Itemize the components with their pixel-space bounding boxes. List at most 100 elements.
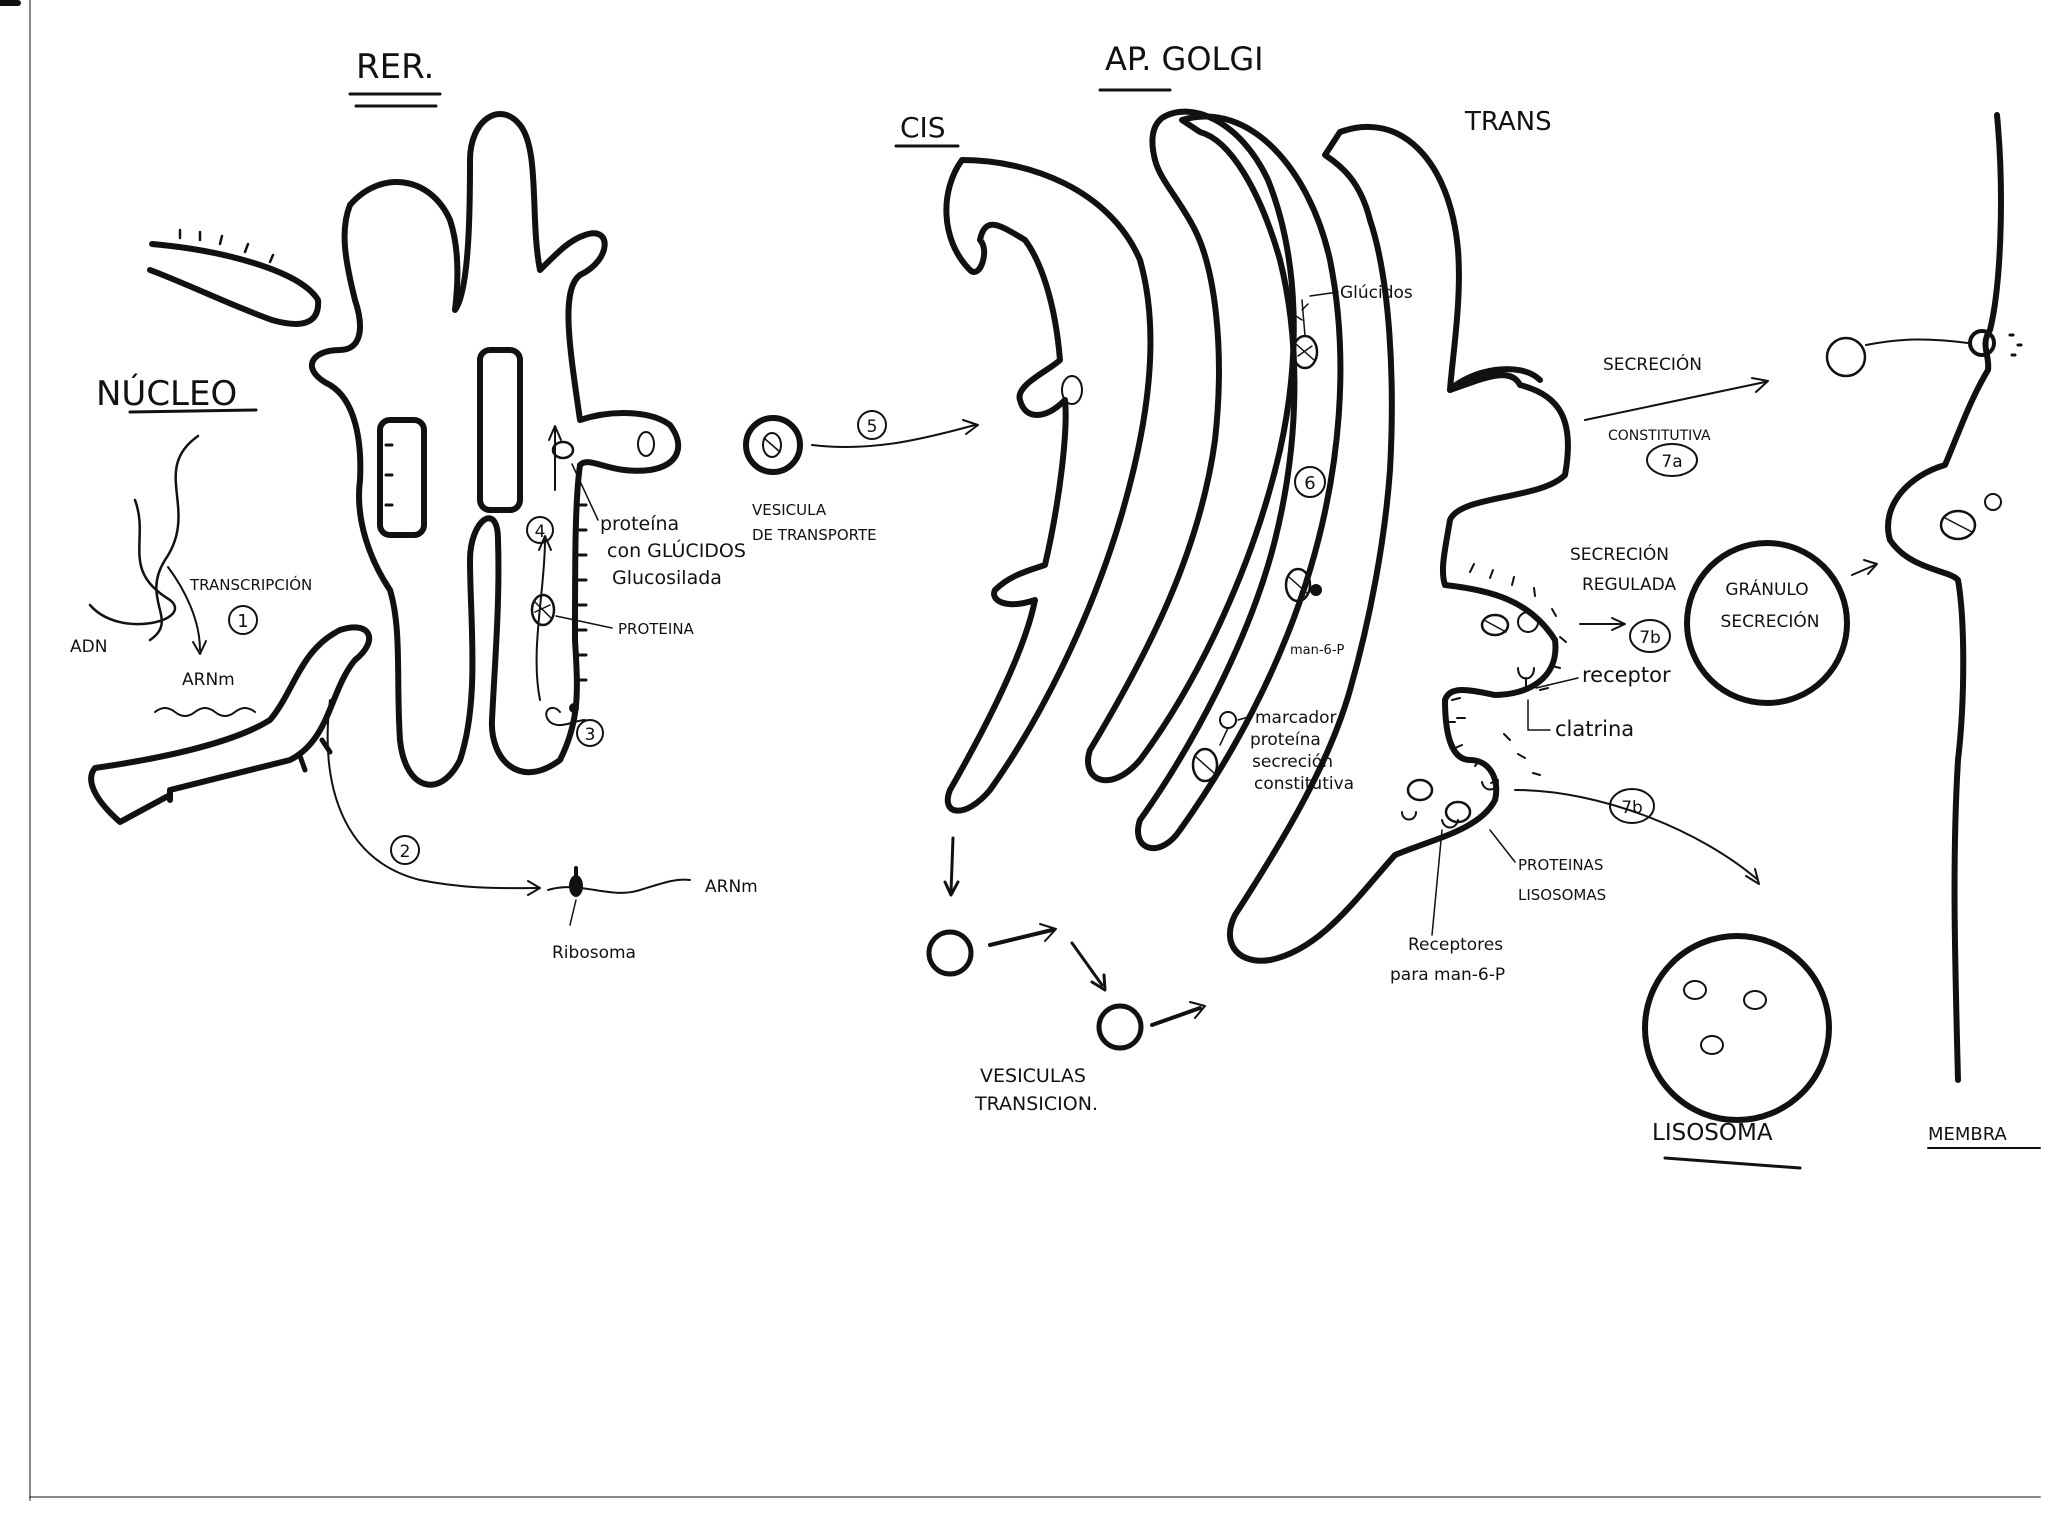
nascent-chain-icon [545,706,586,727]
vesicle-protein-icon [762,432,782,458]
transition-arrow [1070,941,1104,987]
step-1-circle [228,605,258,635]
leader-line [1237,715,1253,721]
golgi-protein-icon [1288,576,1308,594]
protein-path-arrow [548,425,562,491]
transition-arrowhead [1189,1001,1206,1019]
proteina-glucidos-label-1: proteína [600,513,679,535]
adn-label: ADN [70,637,107,657]
constitutive-vesicle [1825,336,1867,378]
leader-line [1527,699,1551,731]
golgi-inner-cisterna [1135,113,1344,852]
ribosome-dot [569,703,579,713]
secrecion-regulada-label-2: REGULADA [1582,575,1676,595]
step-5-number: 5 [867,417,878,437]
membrane-fused-granule [1944,517,1973,533]
glycoprotein-icon [551,440,575,460]
lysosome-protein-icon [1743,990,1767,1010]
step-3-circle [576,719,604,747]
transition-vesicles-region: VESICULAS TRANSICION. [926,836,1206,1115]
nuclear-envelope-top [147,241,322,327]
lisosoma-underline [1663,1156,1802,1170]
transcripcion-label: TRANSCRIPCIÓN [189,575,312,594]
envelope-ribosomes [178,228,275,264]
vesicle-protein-icon [763,437,781,453]
proteina-label: PROTEINA [618,620,695,638]
step-4-number: 4 [535,522,546,542]
rer-region: RER. 4 3 proteína con GLÚCIDOS Glucosila… [308,47,746,788]
step-2-number: 2 [400,842,411,862]
mrna-strand [154,707,256,717]
vesicula-transporte-label-1: VESICULA [752,501,827,519]
transition-arrow [949,836,955,894]
granule-arrowhead [1863,559,1878,575]
arnm-nucleus-label: ARNm [182,670,235,690]
transcription-arrow [167,566,201,651]
rer-membrane [308,111,682,788]
receptores-man6p-label-2: para man-6-P [1390,965,1505,985]
nucleus-region: NÚCLEO ADN TRANSCRIPCIÓN 1 ARNm [70,228,373,825]
step-7a-arrow [1584,381,1766,421]
golgi-cis-cisterna [943,157,1154,814]
golgi-title: AP. GOLGI [1105,40,1264,78]
step-4-circle [526,516,554,544]
man6p-receptor-icon [1401,811,1459,829]
step-5-arrow [811,424,976,449]
marker-icon [1219,711,1237,729]
arnm-ribosome-label: ARNm [705,877,758,897]
man6p-marker [1310,584,1322,596]
constitutive-protein-icon [1195,756,1215,774]
glucidos-chain [1295,299,1309,337]
lysosomal-protein-icon [1444,800,1472,824]
constitutive-protein-icon [1191,747,1219,783]
protein-icon [534,601,552,619]
man6p-label: man-6-P [1290,643,1345,658]
step-2-arrowhead [527,880,541,896]
rer-title: RER. [356,47,434,87]
trans-label: TRANS [1464,107,1552,137]
lysosome-arrow [1514,789,1759,881]
marcador-label-4: constitutiva [1254,774,1354,794]
proteinas-lisosomas-label-2: LISOSOMAS [1518,886,1606,904]
leader-line [1489,829,1516,863]
leader-line [1535,677,1579,689]
transition-arrowhead [1039,923,1057,942]
nucleo-title: NÚCLEO [96,373,237,414]
leader-line [1431,829,1443,936]
transition-arrowhead [1090,973,1107,992]
marcador-label-2: proteína [1250,730,1321,750]
rer-ribosomes [384,443,394,507]
step-2-arrow [326,699,539,890]
leader-line [1309,291,1339,297]
man6p-receptor-icon [1481,781,1499,791]
scan-border [0,0,2041,1501]
protein-path-arrowhead [538,535,552,551]
proteinas-lisosomas-label-1: PROTEINAS [1518,856,1603,874]
proteina-glucidos-label-3: Glucosilada [612,567,722,589]
transition-arrow [1150,1006,1202,1027]
transition-arrowhead [943,880,960,897]
step-6-circle [1294,466,1326,498]
cis-label: CIS [900,111,946,144]
plasma-membrane [1885,112,2004,1083]
membrane-region: MEMBRA [1885,112,2041,1149]
envelope-pore [297,737,333,773]
secretion-granule [1684,540,1850,706]
transport-vesicle-region: VESICULA DE TRANSPORTE 5 [743,410,979,544]
golgi-protein-icon [1061,375,1083,405]
bud-protein-icon [1480,613,1510,637]
dna-strand [88,498,177,626]
lysosome-arrowhead [1745,868,1760,885]
granule-arrow [1851,564,1876,576]
marcador-label-3: secreción [1252,752,1333,772]
step-7b-circle [1629,619,1671,653]
step-2-circle [390,835,420,865]
golgi-protein-icon [1295,343,1315,361]
vesiculas-transicion-label-2: TRANSICION. [974,1093,1098,1115]
golgi-medial-cisterna [1085,108,1297,784]
secrecion-regulada-label-1: SECRECIÓN [1570,543,1669,565]
leader-line [555,615,613,629]
nuclear-envelope-bottom [88,624,373,825]
transition-vesicle [1096,1003,1144,1051]
